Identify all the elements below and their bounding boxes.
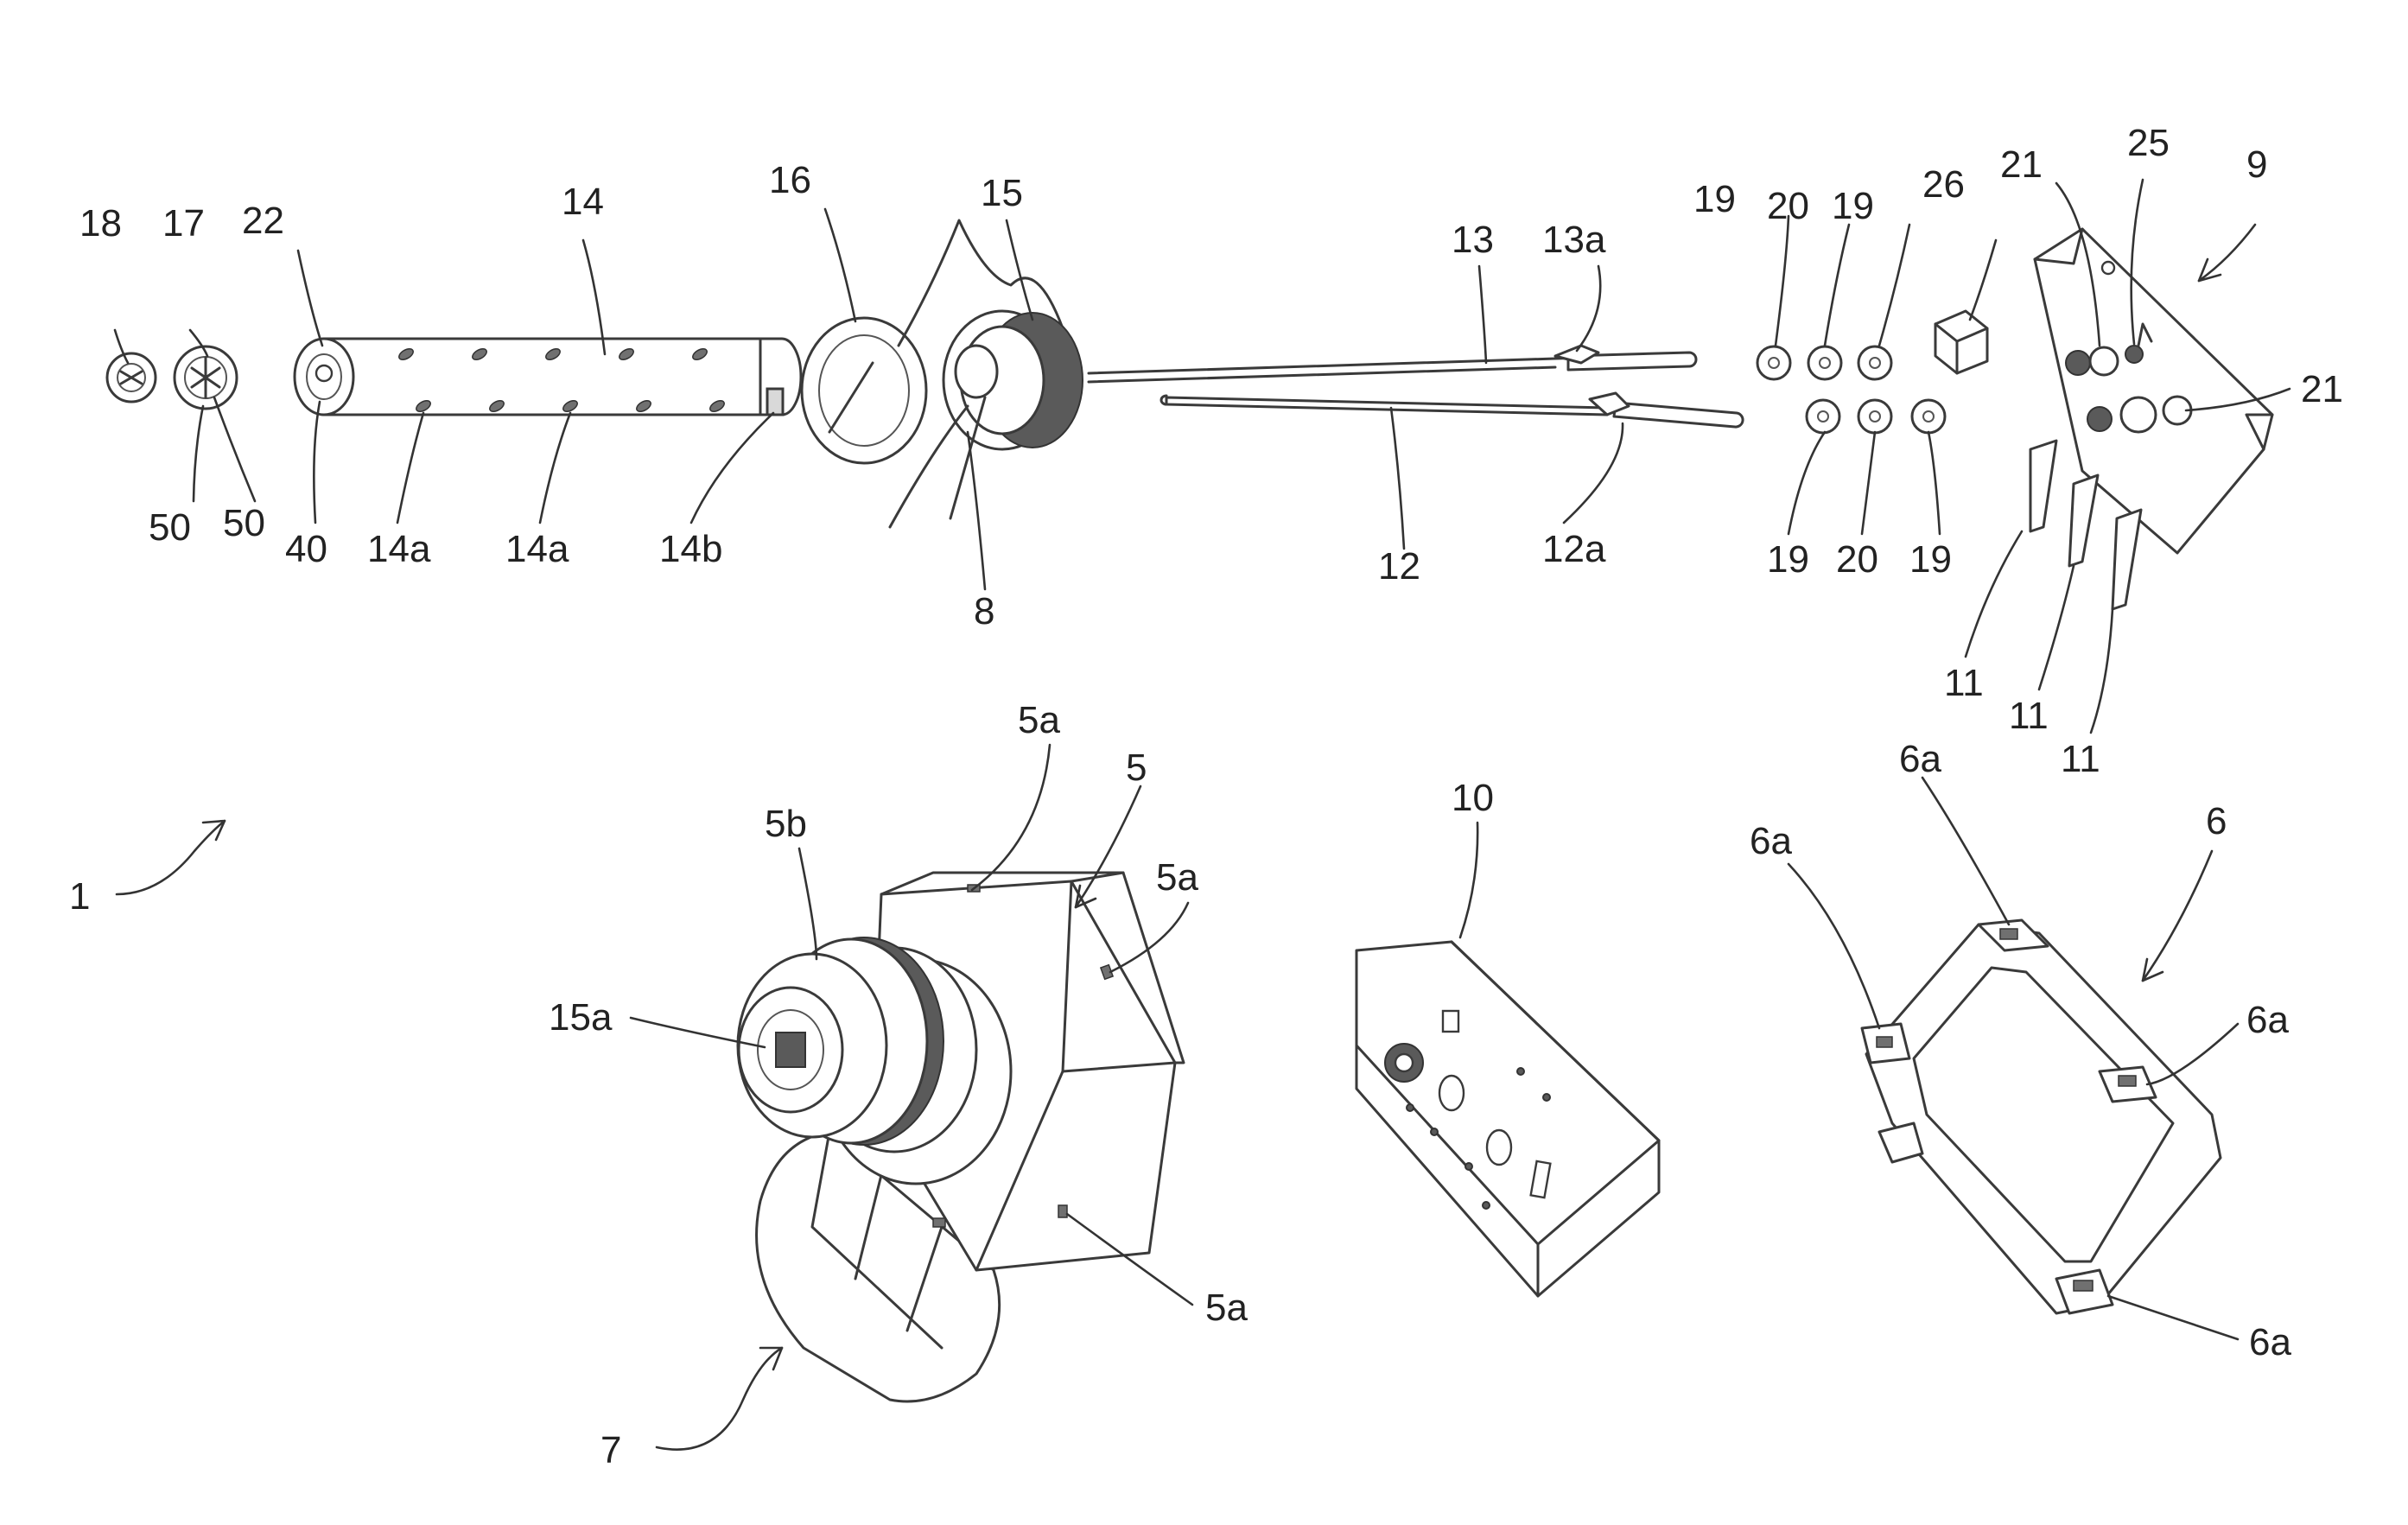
label-40: 40 <box>285 528 327 570</box>
label-22: 22 <box>242 200 284 242</box>
label-12: 12 <box>1378 545 1420 588</box>
label-6a-d: 6a <box>2249 1321 2291 1363</box>
part-14-perforated-tube <box>295 339 801 415</box>
label-5a-c: 5a <box>1205 1287 1248 1329</box>
label-6a-a: 6a <box>1899 738 1941 780</box>
label-20-b: 20 <box>1836 538 1878 581</box>
label-11-c: 11 <box>2061 738 2100 780</box>
label-19-c: 19 <box>1767 538 1809 581</box>
label-15a: 15a <box>549 996 613 1039</box>
part-6-frame <box>1862 920 2221 1313</box>
part-13-rod <box>1089 346 1696 382</box>
label-18: 18 <box>79 202 122 245</box>
label-8: 8 <box>974 590 994 632</box>
label-50-b: 50 <box>223 502 265 544</box>
label-21-a: 21 <box>2000 143 2043 186</box>
part-10-control-module <box>1356 942 1659 1296</box>
label-6a-c: 6a <box>2246 999 2289 1041</box>
part-16-ring <box>802 318 926 463</box>
label-1: 1 <box>69 875 90 918</box>
washers-19-20 <box>1757 346 1945 433</box>
label-7: 7 <box>600 1429 621 1471</box>
label-11-a: 11 <box>1944 662 1984 704</box>
label-50-a: 50 <box>149 506 191 549</box>
label-11-b: 11 <box>2009 695 2049 737</box>
label-19-a: 19 <box>1693 178 1736 220</box>
label-19-d: 19 <box>1909 538 1952 581</box>
part-18-cap <box>107 353 156 402</box>
label-15: 15 <box>981 172 1023 214</box>
label-12a: 12a <box>1542 528 1606 570</box>
label-19-b: 19 <box>1832 185 1874 227</box>
label-16: 16 <box>769 159 811 201</box>
label-5a-a: 5a <box>1018 699 1060 741</box>
part-17-disc <box>175 346 237 409</box>
label-5: 5 <box>1126 747 1147 789</box>
label-14a-a: 14a <box>367 528 431 570</box>
label-14a-b: 14a <box>505 528 569 570</box>
label-6: 6 <box>2206 800 2227 842</box>
label-26: 26 <box>1922 163 1965 206</box>
label-10: 10 <box>1452 777 1494 819</box>
label-25: 25 <box>2127 122 2170 164</box>
label-9: 9 <box>2246 143 2267 186</box>
part-26-clip <box>1935 311 1987 373</box>
label-20-a: 20 <box>1767 185 1809 227</box>
label-14b: 14b <box>659 528 722 570</box>
reference-labels: 18 17 22 14 16 15 13 13a 19 20 19 26 21 … <box>69 122 2343 1471</box>
label-13: 13 <box>1452 219 1494 261</box>
label-13a: 13a <box>1542 219 1606 261</box>
label-6a-b: 6a <box>1750 820 1792 862</box>
label-21-b: 21 <box>2301 368 2343 410</box>
label-14: 14 <box>562 181 604 223</box>
label-5b: 5b <box>765 803 807 845</box>
part-9-terminal-block <box>2030 229 2272 609</box>
label-5a-b: 5a <box>1156 856 1198 899</box>
label-17: 17 <box>162 202 205 245</box>
part-12-rod <box>1161 393 1743 427</box>
